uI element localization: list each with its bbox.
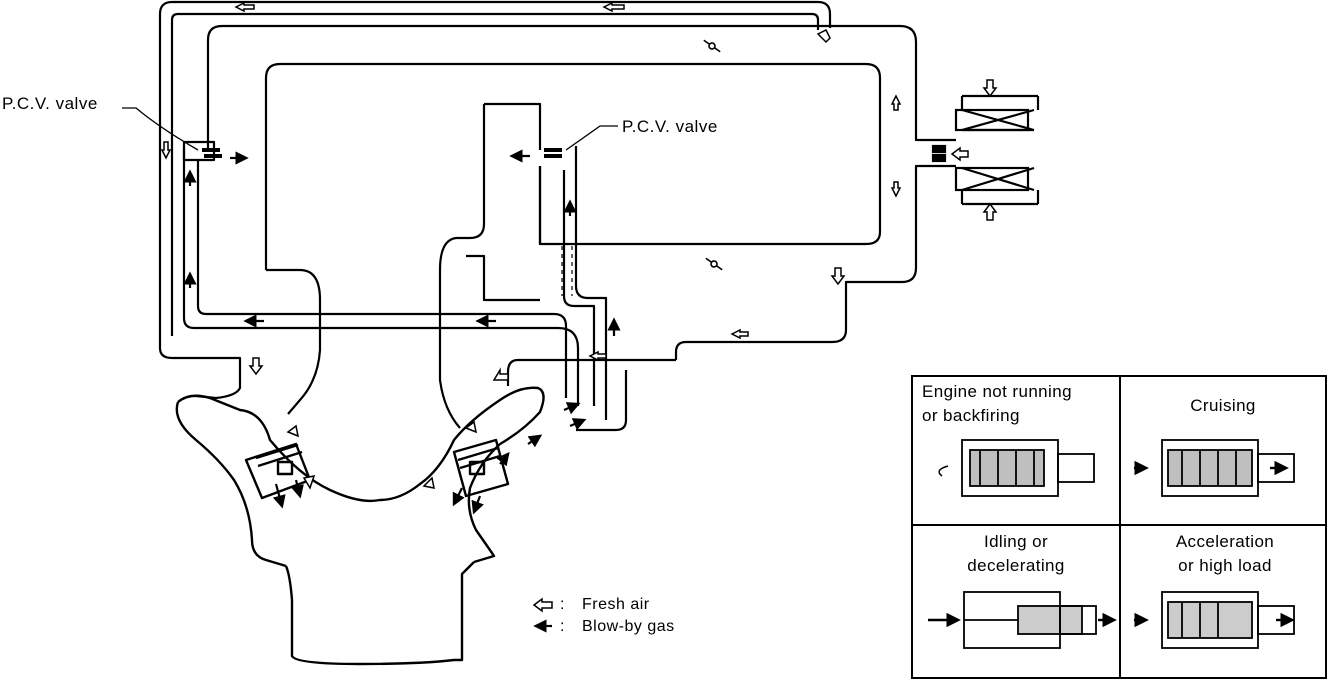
state-idling-line2: decelerating — [967, 556, 1065, 575]
blow-by-arrows — [183, 149, 621, 515]
blow-by-arrow-icon — [563, 402, 581, 415]
throttle-valve-icon — [703, 39, 721, 53]
intake-duct-outer — [206, 24, 956, 148]
legend-fresh-air-text: Fresh air — [582, 596, 650, 613]
fresh-air-arrow-icon — [588, 350, 607, 362]
fresh-air-arrow-icon — [302, 475, 316, 490]
engine-block — [175, 386, 545, 666]
right-fresh-air-line-lower — [576, 370, 628, 432]
left-pcv-tube — [182, 148, 580, 406]
blow-by-arrow-icon — [496, 451, 510, 467]
valve-idling-icon — [963, 591, 1097, 649]
blow-by-arrow-icon — [272, 483, 286, 509]
state-engine-not-running-line1: Engine not running — [922, 382, 1072, 401]
fresh-air-arrow-icon — [248, 357, 264, 376]
fresh-air-arrow-icon — [730, 328, 749, 340]
fresh-air-arrow-icon — [950, 146, 969, 162]
fresh-air-arrow-icon — [890, 181, 902, 198]
fresh-air-arrow-icon — [890, 94, 902, 111]
valve-closed-icon — [938, 439, 1095, 497]
valve-cutaways — [938, 439, 1295, 649]
fresh-air-arrow-icon — [602, 1, 625, 13]
blow-by-arrow-icon — [452, 487, 465, 507]
air-cleaner — [931, 94, 1040, 206]
legend-fresh-air-sep: : — [560, 596, 565, 613]
legend-blow-by-text: Blow-by gas — [582, 618, 675, 635]
left-pcv-tube-inner — [196, 160, 568, 398]
intake-duct-lower — [674, 164, 956, 360]
fresh-air-arrow-icon — [160, 141, 172, 160]
fresh-air-arrow-icon — [422, 476, 435, 489]
state-engine-not-running-line2: or backfiring — [922, 406, 1020, 425]
blow-by-arrow-icon — [291, 479, 304, 499]
fresh-air-arrow-icon — [816, 28, 831, 44]
valve-state-panel — [911, 375, 1327, 679]
pcv-valve-label-right: P.C.V. valve — [622, 117, 718, 136]
legend-blow-by-sep: : — [560, 618, 565, 635]
blow-by-arrow-icon — [527, 434, 543, 448]
right-plenum-riser — [438, 102, 542, 429]
throttle-valve-icon — [705, 257, 723, 271]
right-pcv-tube-outer — [574, 146, 608, 420]
fresh-air-arrow-icon — [464, 420, 478, 434]
valve-acceleration-icon — [1161, 591, 1295, 649]
intake-plenum-inner — [264, 62, 882, 270]
legend-icons — [532, 597, 553, 633]
fresh-air-arrow-icon — [492, 367, 509, 381]
right-plenum-riser-inner — [466, 254, 540, 302]
fresh-air-arrow-icon — [286, 424, 300, 438]
state-cruising: Cruising — [1190, 396, 1256, 415]
fresh-air-hose-inner — [170, 12, 820, 336]
right-pcv-tube-inner — [562, 170, 596, 406]
fresh-air-arrows — [160, 1, 998, 490]
fresh-air-legend-icon — [532, 597, 553, 613]
valve-flow-arrows — [928, 460, 1295, 628]
state-acceleration-line2: or high load — [1178, 556, 1272, 575]
fresh-air-arrow-icon — [982, 202, 998, 221]
pcv-valve-label-left: P.C.V. valve — [2, 94, 98, 113]
state-idling-line1: Idling or — [983, 532, 1049, 551]
left-pcv-valve-icon — [202, 148, 220, 152]
blow-by-arrow-icon — [471, 495, 484, 515]
throttle-valves — [703, 39, 723, 271]
pcv-valve-marks — [202, 148, 562, 158]
label-leaders — [122, 107, 618, 151]
fresh-air-arrow-icon — [234, 1, 255, 13]
right-pcv-valve-icon — [544, 148, 562, 152]
state-acceleration-line1: Acceleration — [1175, 532, 1275, 551]
right-fresh-air-line — [506, 358, 676, 386]
fresh-air-arrow-icon — [982, 79, 998, 98]
valve-cruising-icon — [1161, 439, 1295, 497]
fresh-air-hose-outer — [158, 0, 832, 348]
left-head-port — [158, 347, 242, 400]
blow-by-arrow-icon — [569, 418, 587, 431]
intake-plenum-left-runner — [266, 268, 322, 415]
fresh-air-arrow-icon — [830, 267, 846, 286]
